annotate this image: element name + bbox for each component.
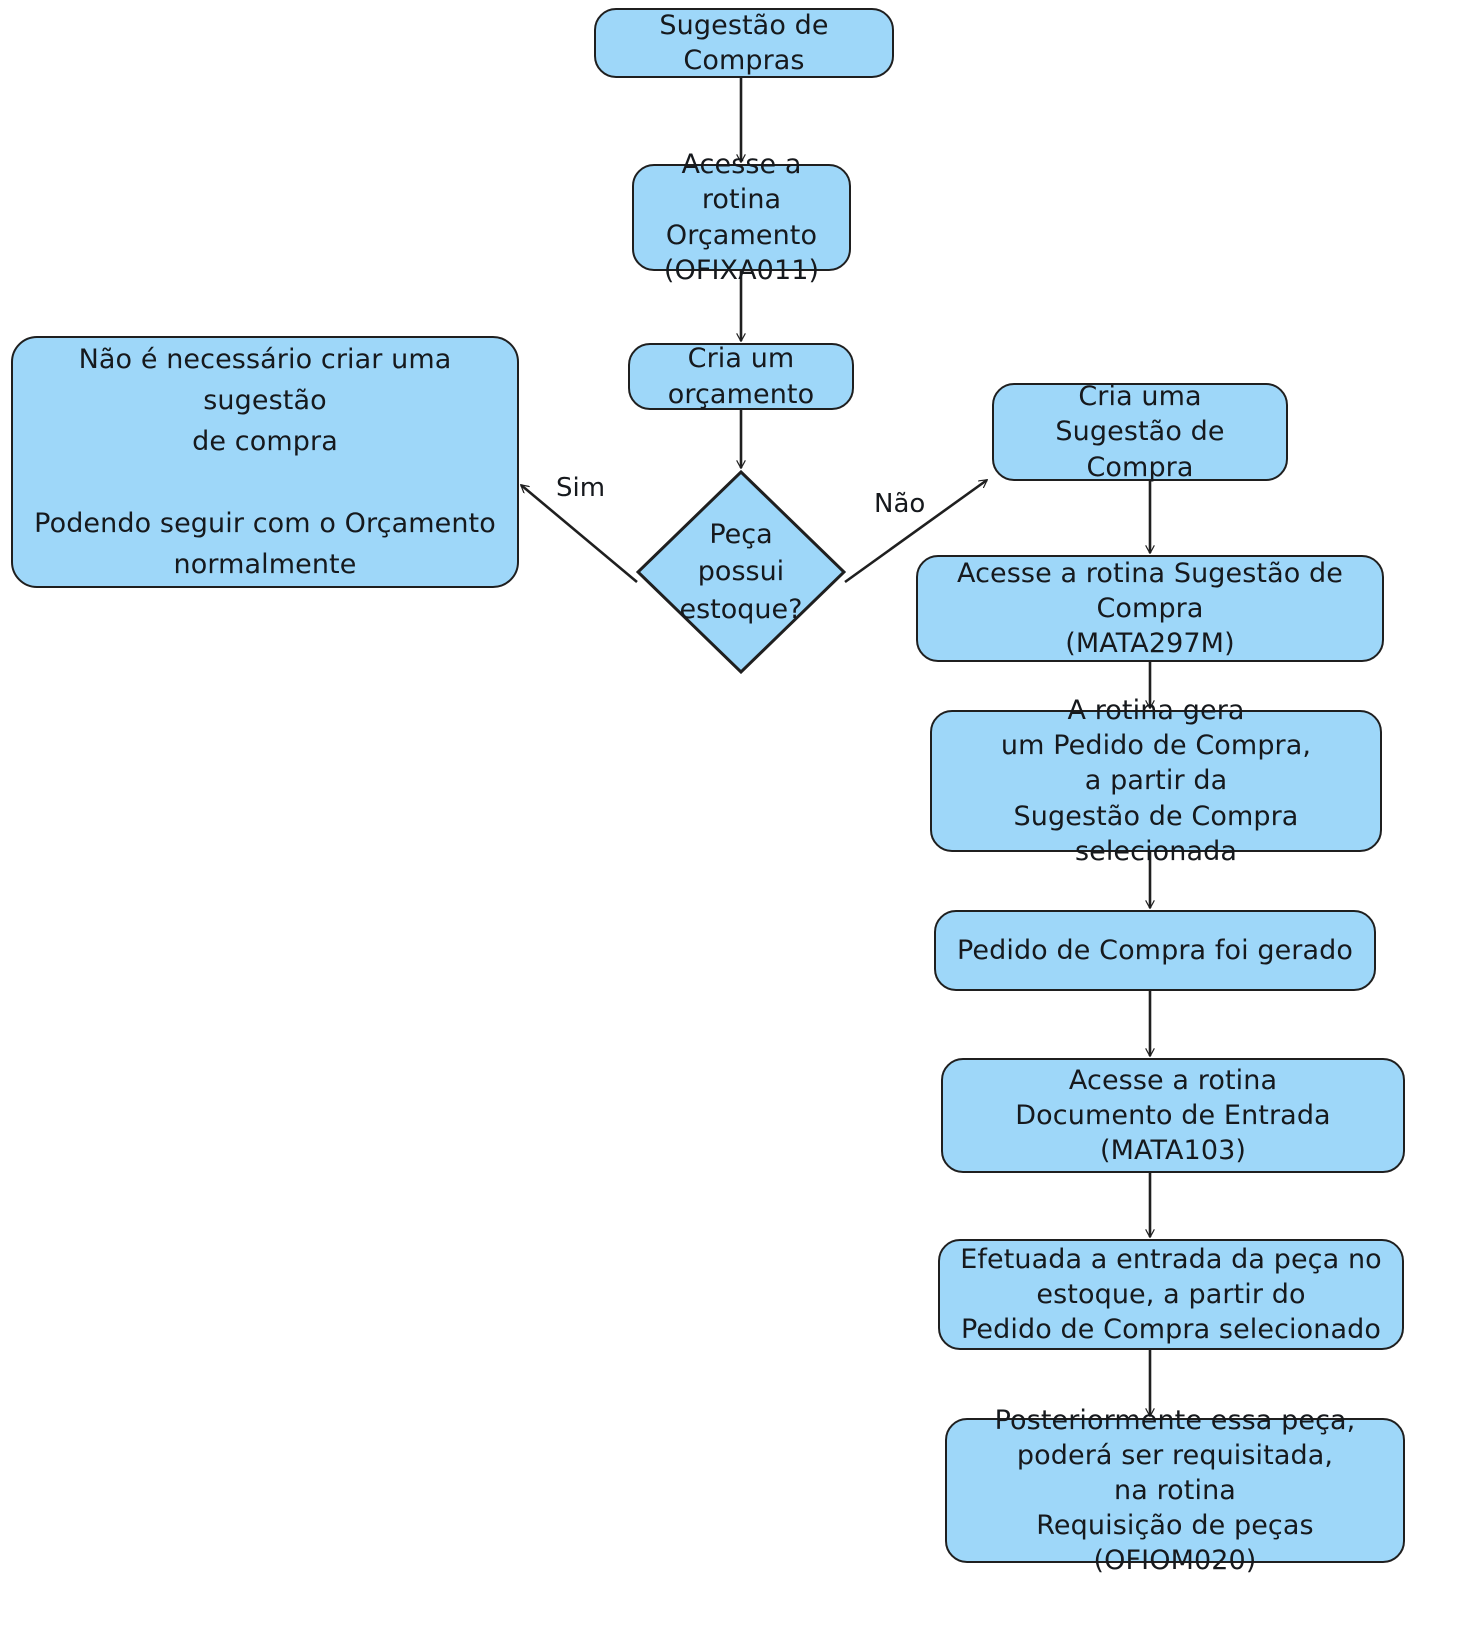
decision-peca-possui-estoque[interactable]: Peça possui estoque? bbox=[636, 470, 846, 674]
node-nao-necessario-sugestao[interactable]: Não é necessário criar uma sugestão de c… bbox=[11, 336, 519, 588]
edge-label-sim: Sim bbox=[556, 473, 606, 503]
node-acesse-rotina-documento-entrada[interactable]: Acesse a rotina Documento de Entrada (MA… bbox=[941, 1058, 1405, 1173]
diamond-shape-icon bbox=[636, 470, 846, 674]
decision-label: Peça possui estoque? bbox=[679, 519, 803, 625]
node-acesse-rotina-sugestao-compra[interactable]: Acesse a rotina Sugestão de Compra (MATA… bbox=[916, 555, 1384, 662]
node-entrada-peca-efetuada[interactable]: Efetuada a entrada da peça no estoque, a… bbox=[938, 1239, 1404, 1350]
node-acesse-rotina-orcamento[interactable]: Acesse a rotina Orçamento (OFIXA011) bbox=[632, 149, 851, 286]
node-pedido-compra-gerado[interactable]: Pedido de Compra foi gerado bbox=[934, 910, 1376, 991]
node-start[interactable]: Sugestão de Compras bbox=[594, 8, 894, 78]
node-cria-sugestao-de-compra[interactable]: Cria uma Sugestão de Compra bbox=[992, 381, 1288, 483]
edge-label-nao: Não bbox=[874, 489, 926, 519]
node-rotina-gera-pedido-compra[interactable]: A rotina gera um Pedido de Compra, a par… bbox=[930, 695, 1382, 867]
node-posteriormente-requisicao[interactable]: Posteriormente essa peça, poderá ser req… bbox=[945, 1405, 1405, 1576]
node-cria-um-orcamento[interactable]: Cria um orçamento bbox=[628, 343, 854, 410]
